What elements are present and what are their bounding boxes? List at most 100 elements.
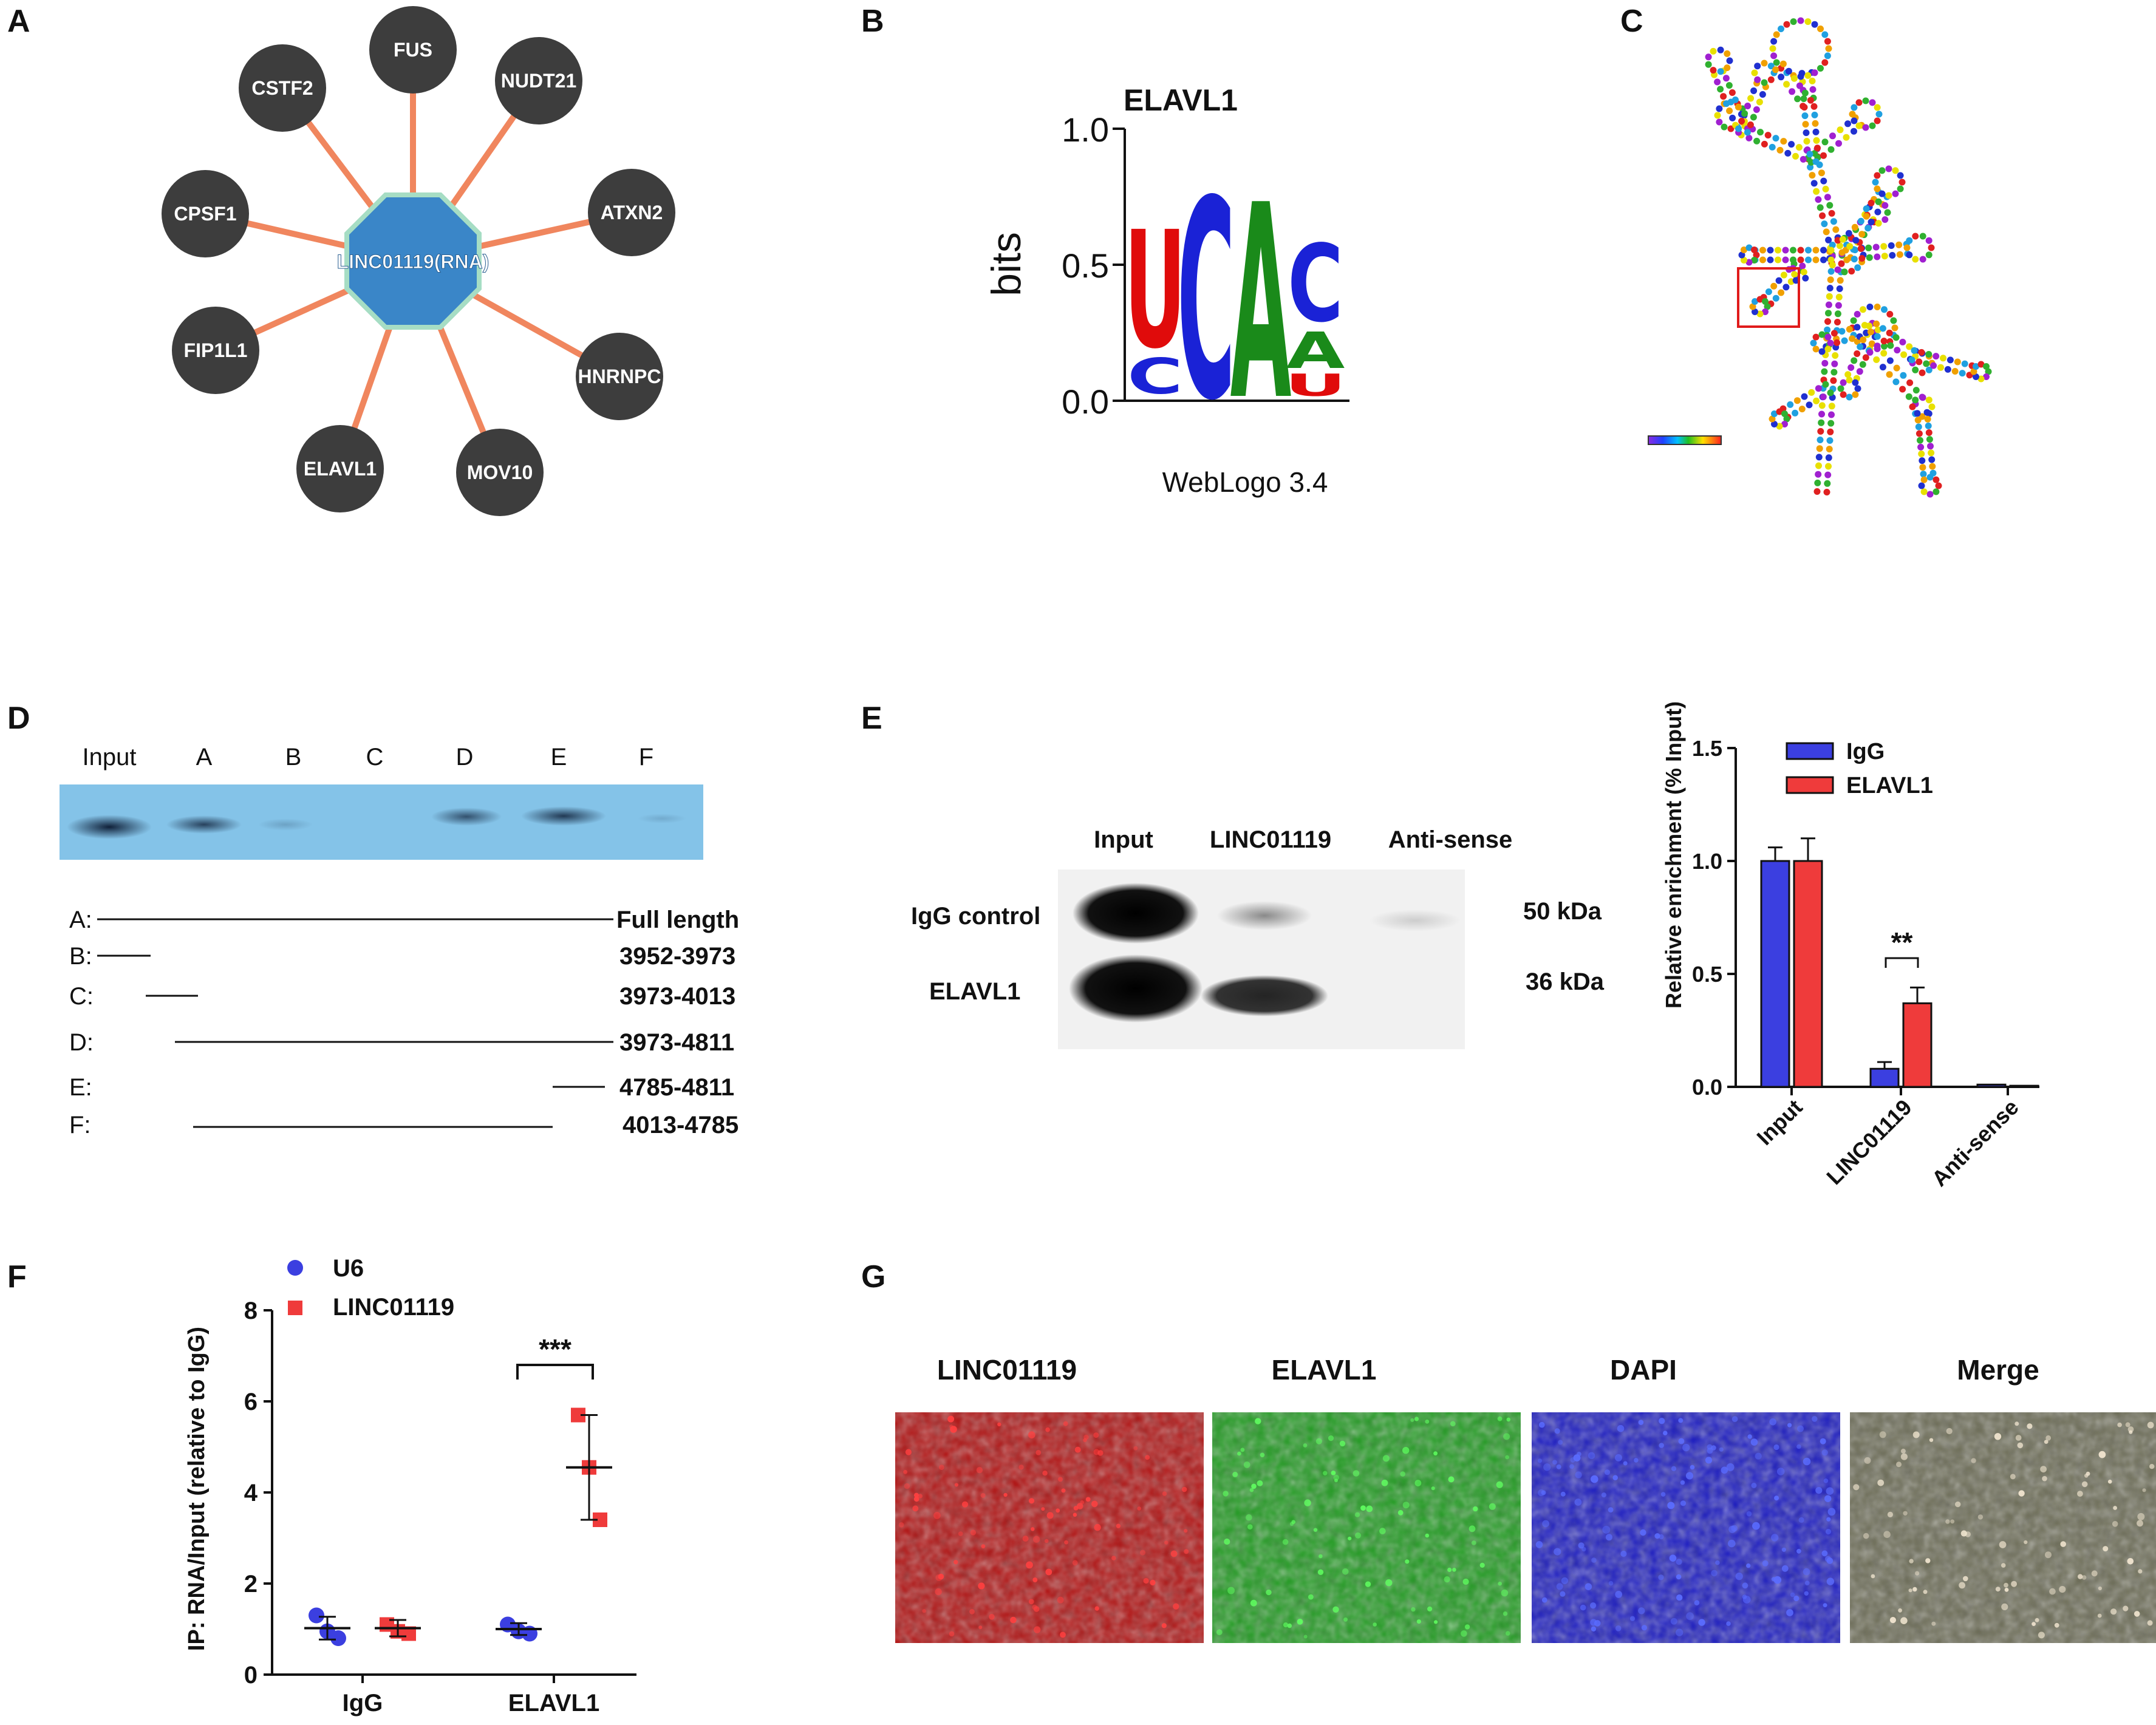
rna-base	[1906, 379, 1914, 386]
rna-base	[1856, 368, 1863, 375]
rna-base	[1837, 385, 1844, 392]
rna-base	[1879, 325, 1886, 332]
cell-spot	[1028, 1431, 1035, 1439]
cell-spot	[1541, 1490, 1546, 1495]
bar-y-tick-label: 1.5	[1692, 736, 1722, 761]
rna-base	[1824, 318, 1831, 325]
cell-spot	[1690, 1465, 1695, 1470]
rna-base	[1805, 247, 1812, 254]
rna-base	[1893, 364, 1900, 372]
rna-base	[1835, 140, 1842, 147]
rna-base	[1717, 68, 1724, 75]
cell-spot	[1315, 1438, 1322, 1444]
dot-y-tick-label: 4	[244, 1480, 258, 1506]
blot-d-membrane	[60, 784, 703, 860]
cell-spot	[1623, 1461, 1628, 1466]
rna-base	[1728, 89, 1736, 96]
cell-spot	[2024, 1540, 2028, 1545]
rna-base	[1811, 111, 1818, 118]
micrograph-label: LINC01119	[937, 1354, 1077, 1386]
rna-base	[1813, 488, 1821, 495]
rna-base	[1826, 437, 1834, 444]
cell-spot	[1223, 1491, 1229, 1497]
rna-base	[1944, 366, 1951, 373]
cell-spot	[1032, 1577, 1038, 1582]
rna-base	[1801, 112, 1809, 120]
logo-title: ELAVL1	[1124, 83, 1238, 117]
rna-base	[1912, 387, 1920, 394]
cell-spot	[1061, 1488, 1066, 1493]
cell-spot	[1402, 1502, 1410, 1509]
rna-base	[1812, 345, 1820, 353]
cell-spot	[1028, 1498, 1035, 1504]
cell-spot	[1416, 1619, 1421, 1624]
cell-spot	[1137, 1506, 1141, 1511]
cell-spot	[1431, 1486, 1435, 1491]
logo-letter-c: C	[1288, 222, 1343, 346]
rna-base	[1721, 123, 1728, 131]
cell-spot	[1173, 1603, 1179, 1610]
cell-spot	[1246, 1514, 1252, 1521]
cell-spot	[2060, 1541, 2066, 1547]
rna-base	[1824, 333, 1832, 341]
cell-spot	[1585, 1583, 1592, 1590]
cell-spot	[2081, 1575, 2087, 1580]
cell-spot	[2004, 1588, 2009, 1592]
rna-base	[1783, 415, 1790, 423]
rna-base	[1961, 360, 1968, 367]
rna-base	[1727, 125, 1735, 132]
rna-base	[1747, 95, 1755, 102]
rna-base	[1827, 247, 1835, 254]
cell-spot	[1590, 1602, 1597, 1609]
blot-d-lane-label: D	[456, 744, 474, 771]
rna-base	[1912, 233, 1919, 240]
cell-spot	[2059, 1586, 2066, 1593]
cell-spot	[1883, 1531, 1891, 1538]
rna-base	[1818, 169, 1825, 177]
rna-base	[1803, 129, 1810, 137]
rna-base	[1919, 393, 1926, 401]
rna-base	[1849, 111, 1856, 118]
rna-base	[1809, 172, 1816, 179]
cell-spot	[1058, 1477, 1063, 1482]
rna-base	[1741, 257, 1747, 264]
cell-spot	[1010, 1616, 1017, 1624]
micrograph-images	[895, 1412, 2156, 1643]
rna-base	[1923, 360, 1930, 367]
rna-structure-dots	[1705, 17, 1992, 498]
rna-base	[1928, 449, 1935, 457]
rna-base	[1906, 343, 1913, 350]
cell-spot	[1960, 1530, 1967, 1537]
rna-base	[1780, 271, 1787, 279]
rna-base	[1745, 259, 1753, 266]
rna-base	[1925, 251, 1933, 259]
rna-base	[1859, 361, 1866, 368]
rna-base	[1807, 97, 1814, 104]
cell-spot	[1900, 1453, 1908, 1460]
cell-spot	[1249, 1488, 1254, 1492]
dot-point-u6	[309, 1607, 324, 1624]
rna-base	[1747, 121, 1754, 128]
rna-base	[1858, 231, 1866, 238]
cell-spot	[1671, 1466, 1677, 1471]
rna-base	[1825, 236, 1832, 243]
cell-spot	[1018, 1465, 1024, 1470]
cell-spot	[1659, 1418, 1665, 1424]
dot-legend: U6 LINC01119	[287, 1255, 454, 1321]
rna-base	[1923, 409, 1931, 416]
cell-spot	[1608, 1507, 1614, 1513]
cell-spot	[1667, 1502, 1675, 1509]
rna-base	[1762, 298, 1769, 305]
rna-base	[1940, 355, 1946, 362]
rna-base	[1874, 104, 1881, 111]
rna-base	[1778, 26, 1784, 32]
cell-spot	[1266, 1589, 1272, 1596]
cell-spot	[1537, 1458, 1543, 1463]
cell-spot	[1560, 1591, 1566, 1597]
micrograph-label: Merge	[1957, 1354, 2039, 1386]
rna-base	[1867, 328, 1874, 336]
cell-spot	[1755, 1452, 1762, 1460]
cell-spot	[1898, 1608, 1903, 1613]
cell-spot	[1827, 1508, 1836, 1516]
cell-spot	[1554, 1428, 1560, 1434]
